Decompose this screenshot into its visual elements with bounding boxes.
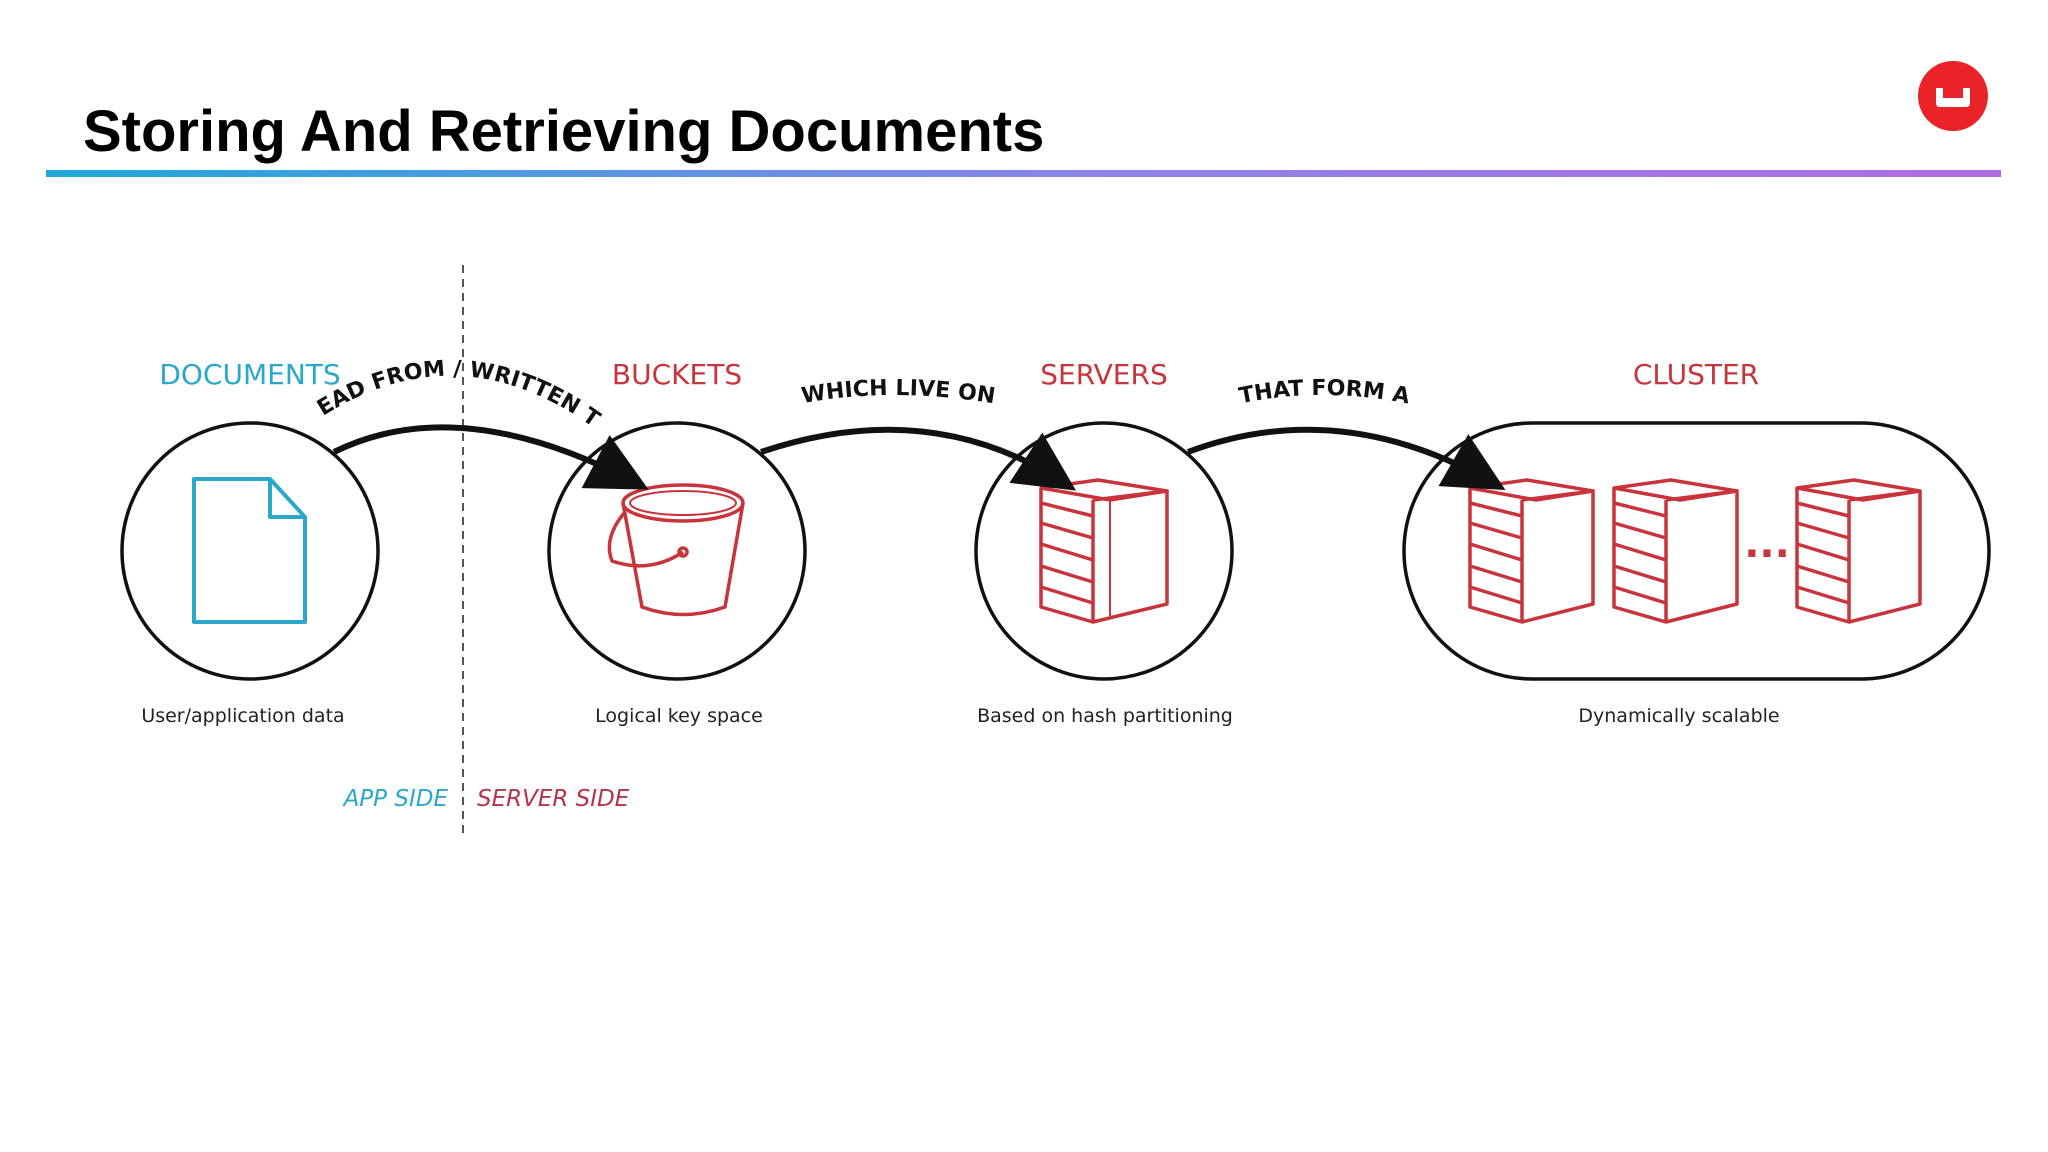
connector-label-live-on: WHICH LIVE ON [800, 376, 997, 409]
document-icon [192, 477, 307, 624]
cluster-ellipsis: ... [1744, 521, 1790, 567]
app-side-label: APP SIDE [342, 786, 449, 812]
bucket-icon [607, 483, 745, 617]
cluster-server-icon [1795, 478, 1922, 624]
cluster-server-icon [1612, 478, 1739, 624]
cluster-server-icon [1468, 478, 1595, 624]
server-side-label: SERVER SIDE [477, 786, 630, 812]
caption-servers: Based on hash partitioning [977, 705, 1233, 727]
caption-cluster: Dynamically scalable [1578, 705, 1779, 727]
servers-circle [974, 421, 1234, 681]
documents-circle [120, 421, 380, 681]
connector-label-form-a: THAT FORM A [1237, 376, 1412, 410]
server-icon [1039, 478, 1169, 624]
title-divider [46, 170, 2001, 177]
slide-title: Storing And Retrieving Documents [83, 99, 1045, 164]
connector-arrow-read-write [332, 424, 649, 490]
stage-heading-buckets: BUCKETS [612, 358, 742, 391]
stage-heading-documents: DOCUMENTS [159, 358, 340, 391]
couchbase-logo [1918, 61, 1988, 131]
stage-heading-cluster: CLUSTER [1633, 358, 1759, 391]
stage-heading-servers: SERVERS [1040, 358, 1167, 391]
cluster-container [1402, 421, 1991, 681]
caption-documents: User/application data [141, 705, 344, 727]
connector-arrow-live-on [760, 426, 1077, 491]
caption-buckets: Logical key space [595, 705, 763, 727]
buckets-circle [547, 421, 807, 681]
connector-arrow-form-a [1186, 426, 1506, 490]
